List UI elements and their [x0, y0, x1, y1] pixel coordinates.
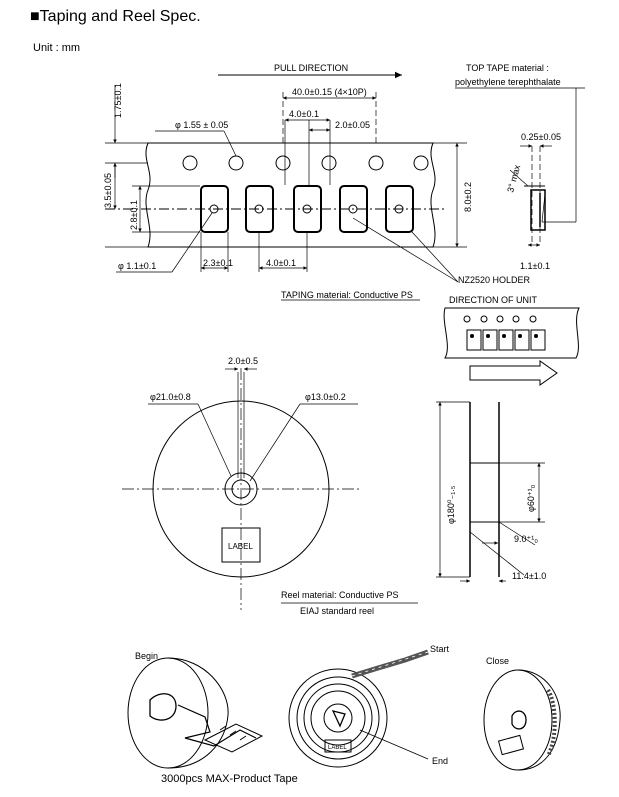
page-title: ■Taping and Reel Spec.	[30, 8, 201, 25]
hole-diameter-dim: φ 1.55 ± 0.05	[175, 120, 228, 130]
top-tape-material: polyethylene terephthalate	[455, 77, 561, 87]
start-label: Start	[430, 644, 450, 654]
inner-width-dim: 9.0⁺¹₀	[514, 534, 538, 544]
reel-material-label: Reel material: Conductive PS	[281, 590, 399, 600]
tape-width-dim: 8.0±0.2	[463, 182, 473, 212]
taping-material-label: TAPING material: Conductive PS	[281, 290, 413, 300]
direction-arrow-icon	[469, 360, 558, 386]
close-illustration	[483, 669, 561, 771]
top-tape-label: TOP TAPE material :	[466, 63, 549, 73]
tape-capacity-caption: 3000pcs MAX-Product Tape	[161, 773, 298, 785]
coil-label: LABEL	[328, 745, 347, 751]
carrier-tape-drawing	[105, 71, 585, 283]
arbor-hole-dim: φ13.0±0.2	[305, 392, 346, 402]
outer-width-dim: 11.4±1.0	[512, 571, 546, 581]
sprocket-holes	[182, 155, 429, 171]
pocket-width-dim: 2.3±0.1	[203, 258, 233, 268]
pitch-4-dim: 4.0±0.1	[289, 109, 319, 119]
hole-to-center-dim: 3.5±0.05	[103, 173, 113, 208]
reel-side-drawing	[436, 401, 545, 583]
reel-label: LABEL	[228, 542, 253, 551]
reel-front-drawing	[122, 367, 360, 610]
start-end-illustration	[288, 649, 429, 768]
pitch-2-dim: 2.0±0.05	[335, 120, 370, 130]
pocket-pitch-dim: 4.0±0.1	[266, 258, 296, 268]
tape-side-profile	[509, 144, 552, 247]
slot-width-dim: 2.0±0.5	[228, 356, 258, 366]
end-label: End	[432, 756, 448, 766]
thickness-dim: 0.25±0.05	[521, 132, 561, 142]
begin-label: Begin	[135, 651, 158, 661]
pitch-10-dim: 40.0±0.15 (4×10P)	[292, 87, 367, 97]
hub-outer-dim: φ60⁺¹₀	[526, 484, 536, 512]
reel-diameter-dim: φ180⁰₋₁.₅	[446, 485, 456, 524]
reel-standard-label: EIAJ standard reel	[300, 606, 374, 616]
hub-diameter-dim: φ21.0±0.8	[150, 392, 191, 402]
begin-illustration	[127, 657, 264, 769]
direction-of-unit-label: DIRECTION OF UNIT	[449, 295, 537, 305]
pocket-hole-dim: φ 1.1±0.1	[118, 261, 156, 271]
unit-label: Unit : mm	[33, 42, 81, 54]
pull-direction-label: PULL DIRECTION	[274, 63, 348, 73]
unit-pockets	[463, 315, 546, 351]
holder-label: NZ2520 HOLDER	[458, 275, 531, 285]
close-label: Close	[486, 656, 509, 666]
depth-dim: 1.1±0.1	[520, 261, 550, 271]
direction-of-unit-drawing	[443, 307, 580, 386]
edge-distance-dim: 1.75±0.1	[113, 83, 123, 118]
pocket-length-dim: 2.8±0.1	[129, 200, 139, 230]
